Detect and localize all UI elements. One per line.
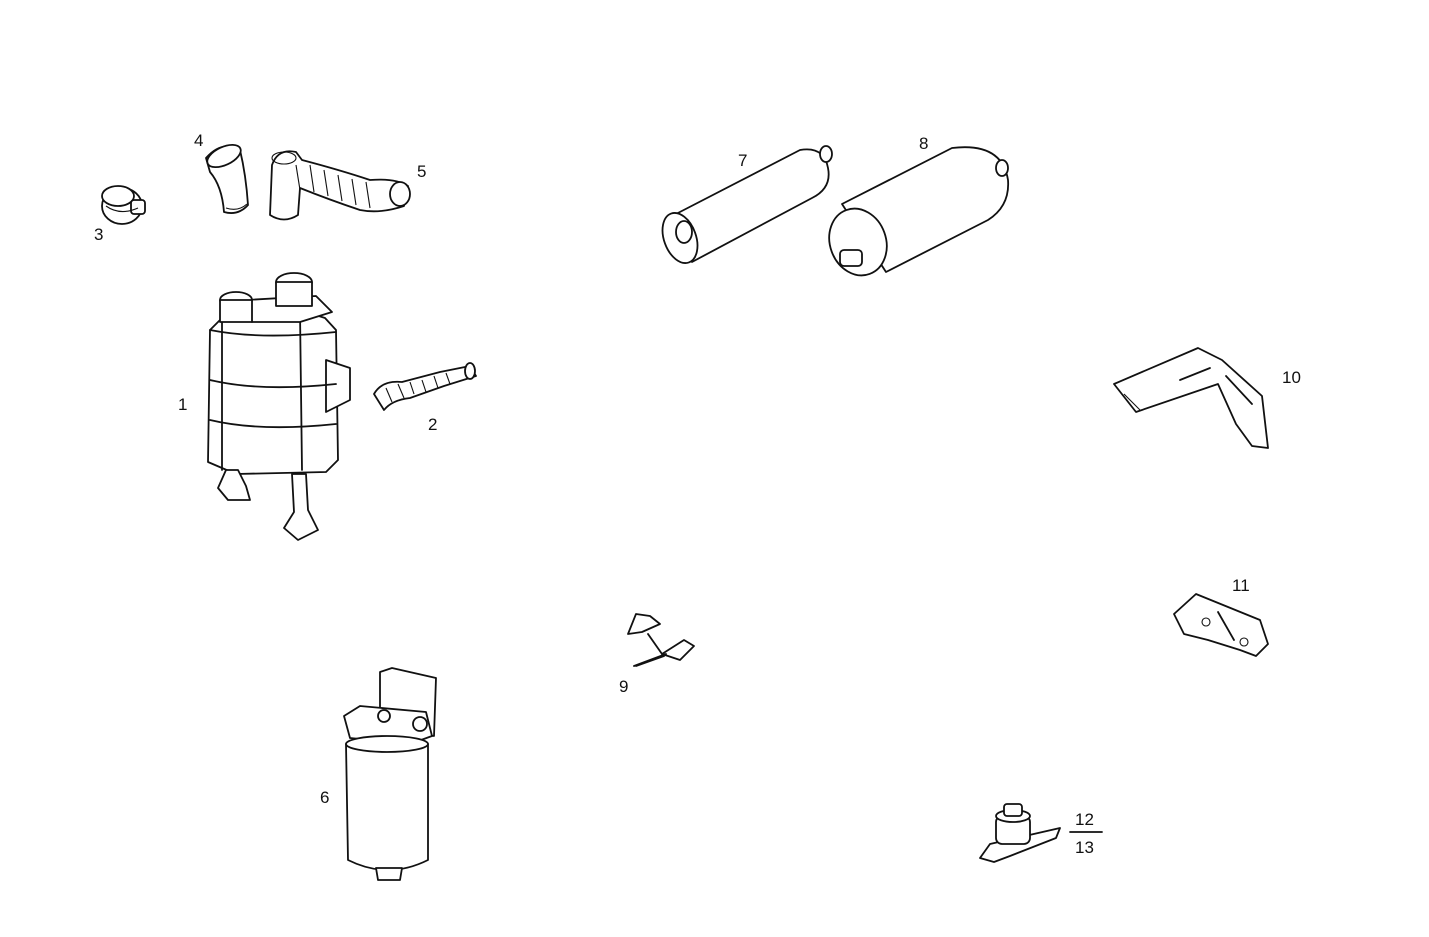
callout-11: 11 — [1232, 576, 1250, 595]
part-4-elbow-hose — [205, 143, 249, 214]
callout-3: 3 — [94, 225, 103, 244]
part-11-mount — [1173, 593, 1269, 657]
part-9-clips — [627, 613, 695, 667]
callout-12: 12 — [1075, 810, 1094, 829]
callout-10: 10 — [1282, 368, 1301, 387]
part-6-filter — [343, 667, 437, 881]
part-5-coiled-hose — [269, 150, 411, 221]
part-3-plug — [101, 185, 146, 225]
callout-6: 6 — [320, 788, 329, 807]
callout-9: 9 — [619, 677, 628, 696]
callout-4: 4 — [194, 131, 203, 150]
part-1-tank-assembly — [207, 272, 351, 541]
part-10-bracket — [1113, 347, 1269, 449]
callout-13: 13 — [1075, 838, 1094, 857]
part-12-13-mount-bushing — [979, 803, 1061, 863]
callout-7: 7 — [738, 151, 747, 170]
leader-9 — [635, 655, 665, 667]
callout-2: 2 — [428, 415, 437, 434]
part-7-muffler — [661, 145, 833, 264]
callout-5: 5 — [417, 162, 426, 181]
part-2-hose — [373, 362, 477, 411]
callout-1: 1 — [178, 395, 187, 414]
part-8-muffler-large — [828, 146, 1010, 277]
callout-8: 8 — [919, 134, 928, 153]
